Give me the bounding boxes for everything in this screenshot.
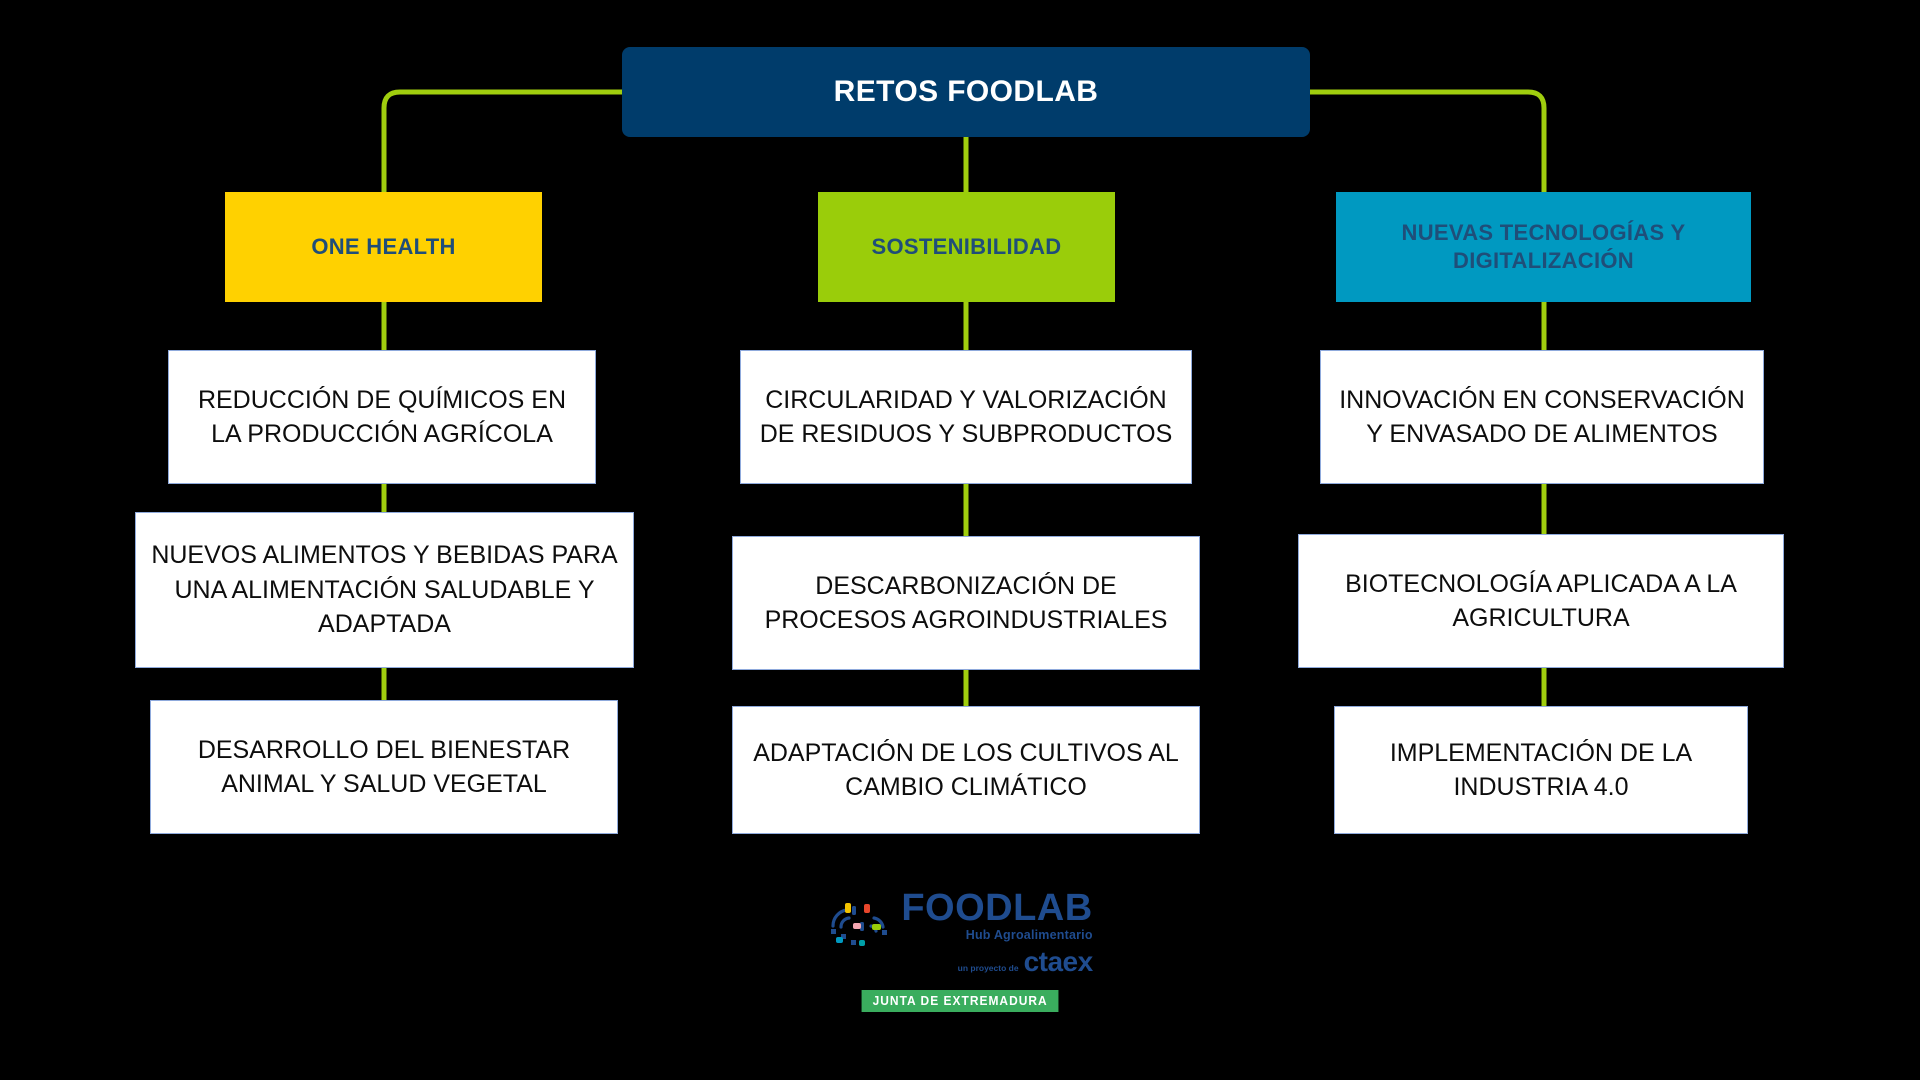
leaf-label: DESARROLLO DEL BIENESTAR ANIMAL Y SALUD … — [197, 735, 571, 799]
logo-word: FOODLAB — [901, 887, 1093, 929]
leaf-label: NUEVOS ALIMENTOS Y BEBIDAS PARA UNA ALIM… — [151, 541, 618, 639]
category-label: NUEVAS TECNOLOGÍAS Y DIGITALIZACIÓN — [1401, 219, 1686, 273]
leaf-node: NUEVOS ALIMENTOS Y BEBIDAS PARA UNA ALIM… — [135, 512, 634, 668]
leaf-label: IMPLEMENTACIÓN DE LA INDUSTRIA 4.0 — [1389, 738, 1693, 802]
leaf-node: REDUCCIÓN DE QUÍMICOS EN LA PRODUCCIÓN A… — [168, 350, 596, 484]
leaf-label: CIRCULARIDAD Y VALORIZACIÓN DE RESIDUOS … — [759, 385, 1173, 449]
ctaex-wordmark: ctaex — [1023, 946, 1094, 978]
leaf-label: REDUCCIÓN DE QUÍMICOS EN LA PRODUCCIÓN A… — [197, 385, 567, 449]
category-header-sostenibilidad: SOSTENIBILIDAD — [818, 192, 1115, 302]
leaf-node: DESARROLLO DEL BIENESTAR ANIMAL Y SALUD … — [150, 700, 618, 834]
project-prefix: un proyecto de — [957, 963, 1019, 974]
junta-de-extremadura-badge: JUNTA DE EXTREMADURA — [861, 990, 1059, 1013]
leaf-node: ADAPTACIÓN DE LOS CULTIVOS AL CAMBIO CLI… — [732, 706, 1200, 834]
logo-subtitle: Hub Agroalimentario — [965, 928, 1093, 943]
project-credit: un proyecto de ctaex — [957, 946, 1094, 978]
leaf-node: CIRCULARIDAD Y VALORIZACIÓN DE RESIDUOS … — [740, 350, 1192, 484]
leaf-label: DESCARBONIZACIÓN DE PROCESOS AGROINDUSTR… — [764, 571, 1168, 635]
foodlab-wordmark: FOODLAB Hub Agroalimentario un proyecto … — [901, 887, 1094, 978]
foodlab-mark-icon — [831, 903, 888, 946]
leaf-node: DESCARBONIZACIÓN DE PROCESOS AGROINDUSTR… — [732, 536, 1200, 670]
foodlab-logo: FOODLAB Hub Agroalimentario un proyecto … — [827, 887, 1094, 978]
category-header-one-health: ONE HEALTH — [225, 192, 542, 302]
leaf-label: INNOVACIÓN EN CONSERVACIÓN Y ENVASADO DE… — [1339, 385, 1745, 449]
page-title: RETOS FOODLAB — [833, 75, 1099, 108]
leaf-node: BIOTECNOLOGÍA APLICADA A LA AGRICULTURA — [1298, 534, 1784, 668]
category-label: ONE HEALTH — [311, 233, 456, 259]
category-header-nuevas-tecnologias: NUEVAS TECNOLOGÍAS Y DIGITALIZACIÓN — [1336, 192, 1751, 302]
root-node: RETOS FOODLAB — [622, 47, 1310, 137]
category-label: SOSTENIBILIDAD — [871, 233, 1062, 259]
leaf-node: IMPLEMENTACIÓN DE LA INDUSTRIA 4.0 — [1334, 706, 1748, 834]
leaf-label: ADAPTACIÓN DE LOS CULTIVOS AL CAMBIO CLI… — [753, 738, 1179, 802]
leaf-label: BIOTECNOLOGÍA APLICADA A LA AGRICULTURA — [1345, 569, 1737, 633]
leaf-node: INNOVACIÓN EN CONSERVACIÓN Y ENVASADO DE… — [1320, 350, 1764, 484]
footer-branding: FOODLAB Hub Agroalimentario un proyecto … — [0, 887, 1920, 1013]
